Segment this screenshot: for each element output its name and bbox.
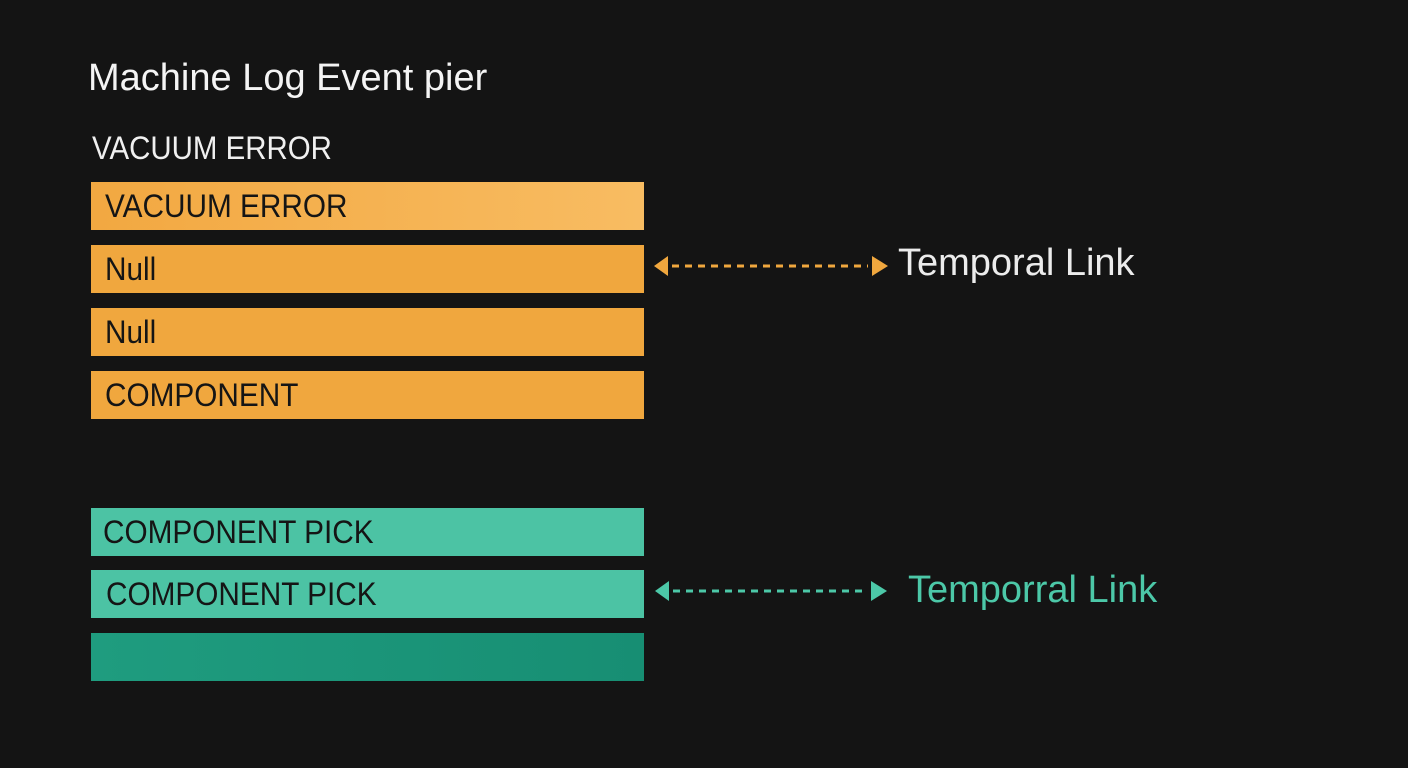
event-bar-label: VACUUM ERROR [105,187,348,224]
arrow-head-right [871,581,887,601]
event-bar-component-pick-1: COMPONENT PICK [91,508,644,556]
event-bar-null-1: Null [91,245,644,293]
arrow-head-left [655,581,669,601]
event-bar-label: COMPONENT [105,376,299,413]
event-bar-vacuum-error: VACUUM ERROR [91,182,644,230]
group-label: VACUUM ERROR [92,130,332,166]
event-bar-component: COMPONENT [91,371,644,419]
temporal-link-teal [655,578,887,604]
event-bar-label: Null [105,250,157,287]
temporal-link-label: Temporal Link [898,242,1135,284]
event-bar-empty [91,633,644,681]
temporal-link-orange [654,253,888,279]
event-bar-label: Null [105,313,157,350]
double-arrow-icon [654,256,888,276]
event-bar-label: COMPONENT PICK [103,513,374,550]
event-bar-label: COMPONENT PICK [106,575,377,612]
arrow-head-left [654,256,668,276]
arrow-head-right [872,256,888,276]
diagram-title: Machine Log Event pier [88,57,488,99]
temporal-link-label: Temporral Link [908,569,1158,611]
event-bar-null-2: Null [91,308,644,356]
double-arrow-icon [655,581,887,601]
event-bar-component-pick-2: COMPONENT PICK [91,570,644,618]
